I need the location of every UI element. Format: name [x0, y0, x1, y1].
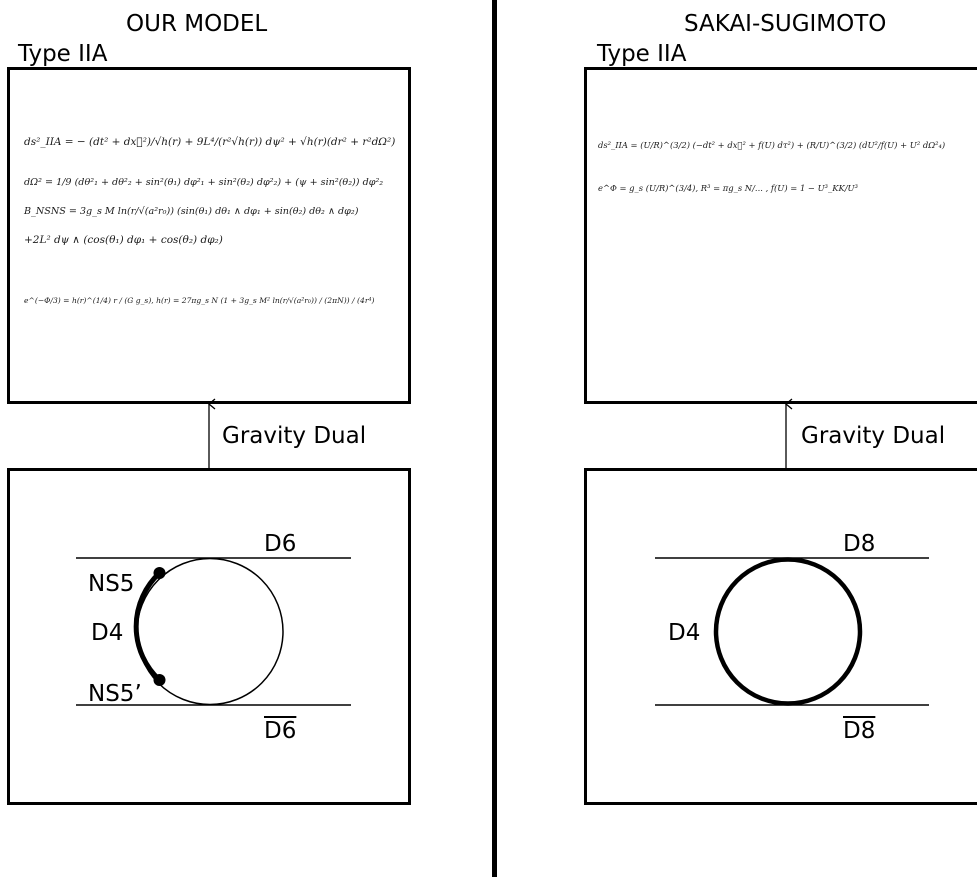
left-ns5-prime-dot: [153, 674, 166, 686]
right-equation-2: e^Φ = g_s (U/R)^(3/4), R³ = πg_s N/... ,…: [598, 183, 858, 193]
right-d4-circle: [713, 557, 863, 706]
left-equation-1: ds²_IIA = − (dt² + dx⃗²)/√h(r) + 9L⁴/(r²…: [24, 136, 396, 148]
panel-divider: [492, 0, 497, 877]
left-d6-label: D6: [264, 531, 297, 557]
right-anti-d8-label: D8: [843, 718, 876, 744]
right-arrow-label: Gravity Dual: [801, 423, 946, 449]
left-d4-arc: [133, 571, 162, 682]
right-gravity-dual-box: ds²_IIA = (U/R)^(3/2) (−dt² + dx⃗² + f(U…: [584, 67, 977, 404]
left-title: OUR MODEL: [126, 11, 268, 37]
left-d4-label: D4: [91, 620, 124, 646]
left-equation-2: dΩ² = 1/9 (dθ²₁ + dθ²₂ + sin²(θ₁) dφ²₁ +…: [24, 177, 384, 188]
right-title: SAKAI-SUGIMOTO: [684, 11, 887, 37]
left-ns5-dot: [153, 567, 166, 579]
left-equation-4: +2L² dψ ∧ (cos(θ₁) dφ₁ + cos(θ₂) dφ₂): [24, 234, 223, 246]
right-equation-1: ds²_IIA = (U/R)^(3/2) (−dt² + dx⃗² + f(U…: [598, 140, 946, 150]
left-arrow-label: Gravity Dual: [222, 423, 367, 449]
right-subtitle: Type IIA: [597, 41, 687, 67]
left-equation-5: e^(−Φ/3) = h(r)^(1/4) r / (G g_s), h(r) …: [24, 296, 375, 305]
right-brane-box: [584, 468, 977, 805]
left-subtitle: Type IIA: [18, 41, 108, 67]
left-equation-3: B_NSNS = 3g_s M ln(r/√(a²r₀)) (sin(θ₁) d…: [24, 206, 359, 217]
left-ns5-prime-label: NS5’: [88, 681, 142, 707]
left-ns5-label: NS5: [88, 571, 135, 597]
left-anti-d6-label: D6: [264, 718, 297, 744]
right-d8-label: D8: [843, 531, 876, 557]
right-d4-label: D4: [668, 620, 701, 646]
left-brane-box: [7, 468, 411, 805]
